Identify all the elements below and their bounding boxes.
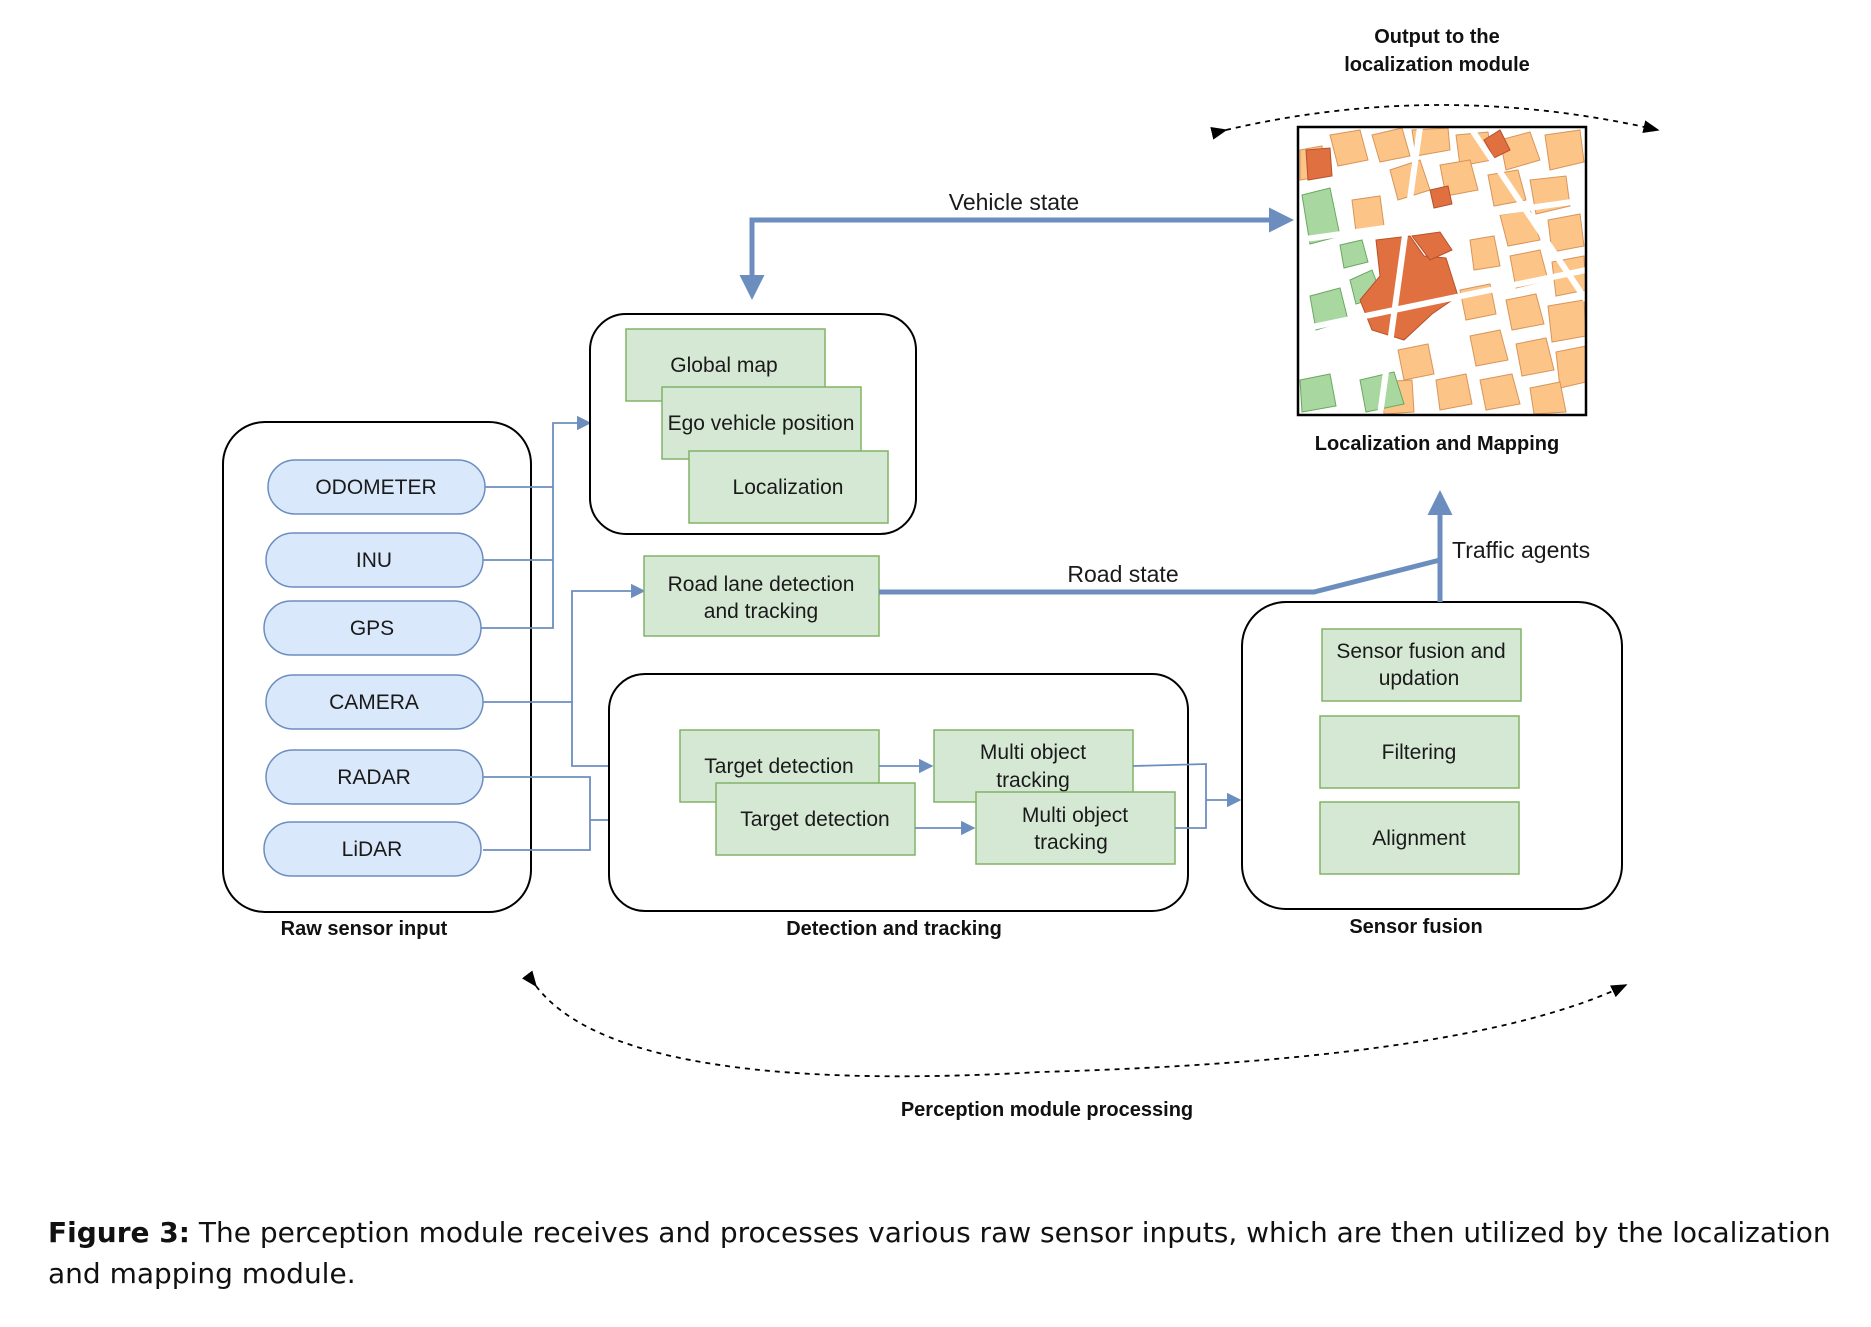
alignment-box xyxy=(1319,801,1520,875)
sensor-camera-label: CAMERA xyxy=(329,691,419,714)
filtering-box xyxy=(1319,715,1520,789)
sensor-radar-label: RADAR xyxy=(337,766,411,789)
thick-arrows xyxy=(739,207,1453,602)
target-detection-label-1: Target detection xyxy=(704,755,853,778)
multi-object-tracking-box-2 xyxy=(975,791,1176,865)
raw-sensor-input-label: Raw sensor input xyxy=(281,918,448,940)
sensor-fusion-updation-box xyxy=(1321,628,1522,702)
sensor-gps-label: GPS xyxy=(350,617,394,640)
mot2-line1: Multi object xyxy=(1022,804,1128,827)
output-label-line1: Output to the xyxy=(1374,26,1500,48)
vehicle-state-arrow-right xyxy=(749,207,1294,283)
ego-vehicle-position-label: Ego vehicle position xyxy=(668,412,855,435)
sensor-fusion-line2: updation xyxy=(1379,667,1460,690)
mot2-line2: tracking xyxy=(1034,831,1108,854)
perception-dashed-arc xyxy=(521,970,1628,1078)
sensor-fusion-line1: Sensor fusion and xyxy=(1336,640,1505,663)
target-detection-box-2 xyxy=(715,782,916,856)
alignment-label: Alignment xyxy=(1372,827,1466,850)
city-map-image xyxy=(1298,127,1586,415)
figure-caption: Figure 3: The perception module receives… xyxy=(48,1212,1838,1294)
output-label-line2: localization module xyxy=(1344,54,1530,76)
ego-vehicle-position-box xyxy=(661,386,862,460)
road-lane-line1: Road lane detection xyxy=(668,573,855,596)
detection-tracking-label: Detection and tracking xyxy=(786,918,1002,940)
localization-box xyxy=(688,450,889,524)
sensor-lidar xyxy=(263,821,482,877)
vehicle-state-label: Vehicle state xyxy=(949,189,1079,215)
mot1-line1: Multi object xyxy=(980,741,1086,764)
road-state-label: Road state xyxy=(1067,561,1178,587)
road-lane-detection-box xyxy=(643,555,880,637)
target-detection-label-2: Target detection xyxy=(740,808,889,831)
global-map-label: Global map xyxy=(670,354,777,377)
perception-diagram: Raw sensor input ODOMETER INU GPS CAMERA… xyxy=(222,26,1660,1121)
road-state-line xyxy=(879,557,1441,595)
sensor-inu-label: INU xyxy=(356,549,392,572)
localization-label: Localization xyxy=(733,476,844,499)
road-lane-line2: and tracking xyxy=(704,600,818,623)
sensor-odometer-label: ODOMETER xyxy=(315,476,436,499)
traffic-agents-label: Traffic agents xyxy=(1452,537,1590,563)
figure-caption-label: Figure 3: xyxy=(48,1216,190,1249)
mot1-line2: tracking xyxy=(996,769,1070,792)
localization-mapping-label: Localization and Mapping xyxy=(1315,433,1559,455)
multi-object-tracking-box-1 xyxy=(933,729,1134,803)
perception-processing-label: Perception module processing xyxy=(901,1099,1193,1121)
figure-caption-text: The perception module receives and proce… xyxy=(48,1216,1831,1290)
sensor-lidar-label: LiDAR xyxy=(342,838,403,861)
sensor-fusion-label: Sensor fusion xyxy=(1349,916,1482,938)
filtering-label: Filtering xyxy=(1382,741,1457,764)
sensor-connectors xyxy=(481,415,718,851)
detection-connectors xyxy=(879,758,1242,836)
